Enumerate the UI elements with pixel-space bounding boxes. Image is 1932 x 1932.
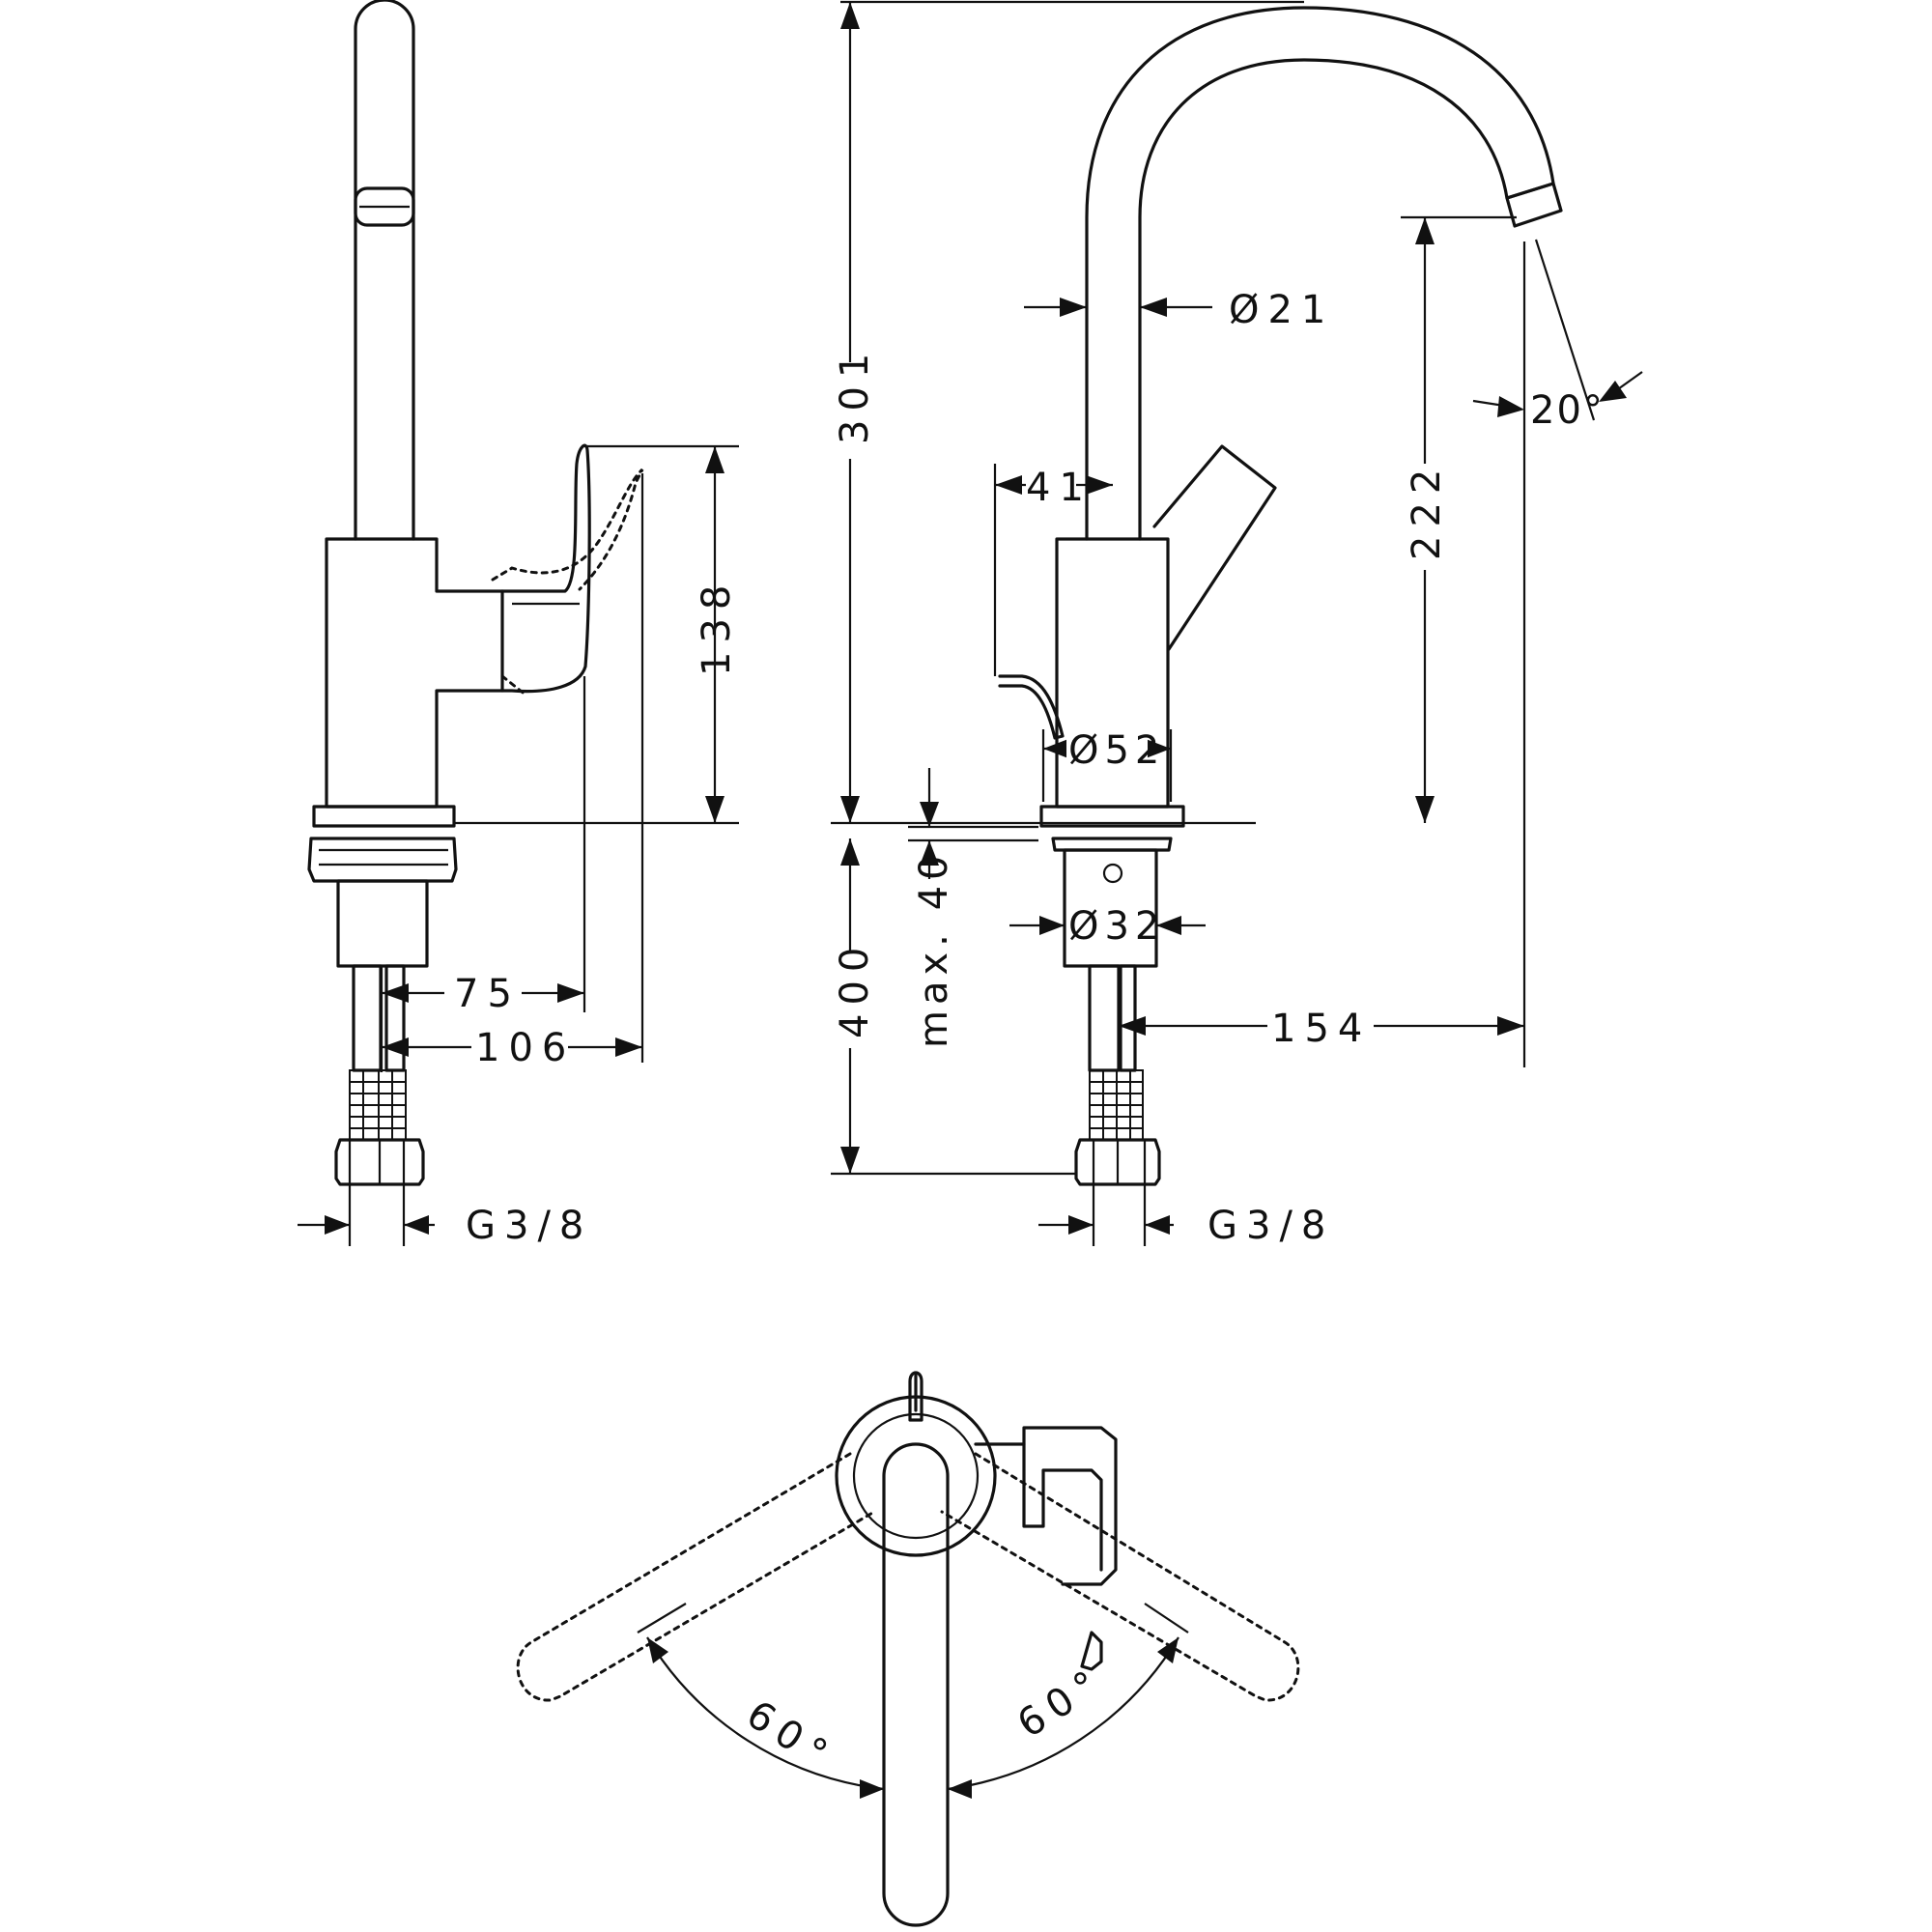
front-base-ring: [1039, 805, 1185, 828]
top-spout: [882, 1442, 950, 1927]
dim-spout-diameter: Ø21: [1229, 288, 1334, 332]
side-hose: [352, 964, 383, 1072]
dim-spout-reach: 154: [1271, 1007, 1371, 1051]
dim-max-deck-thickness: max. 40: [912, 850, 956, 1048]
side-hose-ferrule: [349, 1069, 407, 1141]
front-connection-nut: [1074, 1138, 1161, 1186]
top-popup-rod: [908, 1371, 923, 1422]
dim-front-thread: G3/8: [1208, 1204, 1334, 1248]
dim-total-height: 301: [833, 345, 877, 444]
dim-spout-angle: 20°: [1530, 388, 1605, 433]
dim-lever-offset: 41: [1026, 466, 1093, 510]
front-spout: [1085, 6, 1555, 541]
dim-side-thread: G3/8: [466, 1204, 592, 1248]
dim-body-diameter: Ø52: [1068, 728, 1165, 773]
side-body: [325, 537, 504, 809]
side-aerator: [354, 186, 415, 227]
dim-reach-lever-open: 106: [475, 1026, 575, 1070]
front-spout-tip: [1505, 182, 1563, 228]
top-swivel-arc-left: [646, 1636, 885, 1791]
side-base-ring: [312, 805, 456, 828]
top-view: 60° 60°: [516, 1371, 1300, 1927]
dim-lever-height: 138: [695, 577, 739, 676]
front-hose-ferrule: [1089, 1069, 1144, 1141]
dim-hose-length: 400: [833, 939, 877, 1038]
side-lever-open-position: [491, 468, 644, 591]
dim-reach-lever: 75: [454, 972, 521, 1016]
dim-swivel-right: 60°: [1009, 1658, 1113, 1747]
side-spout-tube: [354, 0, 415, 541]
top-spout-swivel-right: [940, 1452, 1300, 1702]
top-lever-housing: [974, 1426, 1118, 1586]
dim-swivel-left: 60°: [739, 1692, 842, 1781]
top-swivel-arc-right: [947, 1636, 1179, 1791]
dim-spout-clearance: 222: [1405, 461, 1449, 560]
front-hose: [1088, 964, 1121, 1072]
front-view: 301 Ø21 41 222 20°: [831, 0, 1643, 1248]
side-connection-nut: [334, 1138, 425, 1186]
top-spout-swivel-left: [516, 1452, 876, 1702]
side-view: 138 75 106 G3/8: [298, 0, 739, 1248]
side-shank: [336, 879, 429, 968]
side-lever: [500, 443, 591, 694]
side-mounting-nut: [307, 837, 458, 883]
front-mounting-flange: [1051, 837, 1173, 852]
front-popup-rod: [998, 674, 1065, 740]
front-lever: [1152, 444, 1277, 651]
dim-shank-diameter: Ø32: [1068, 904, 1165, 949]
